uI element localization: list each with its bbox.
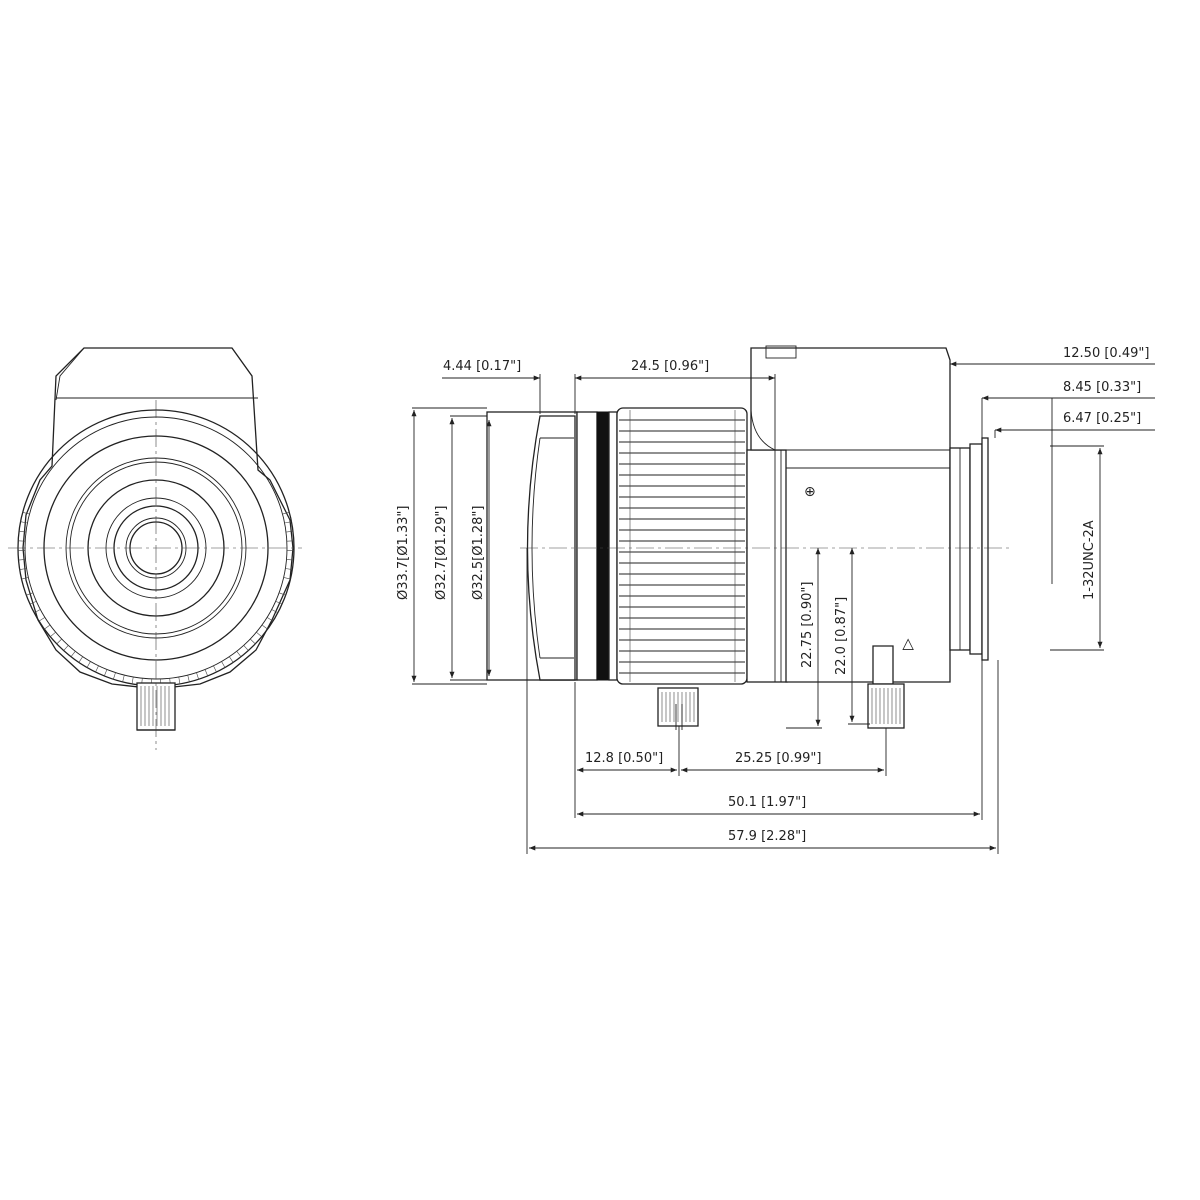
dim-dia-33-7: Ø33.7[Ø1.33"]	[396, 506, 411, 600]
dim-dia-32-7: Ø32.7[Ø1.29"]	[434, 506, 449, 600]
dimension-lines	[411, 361, 1155, 854]
dim-8-45: 8.45 [0.33"]	[1063, 380, 1141, 395]
side-view: ⊕ ▷	[486, 345, 1012, 730]
arrow-marking: ▷	[898, 638, 916, 650]
front-view	[8, 347, 302, 750]
dim-4-44: 4.44 [0.17"]	[443, 359, 521, 374]
lens-body	[750, 347, 951, 683]
dim-50-1: 50.1 [1.97"]	[728, 795, 806, 810]
iris-lock-screw	[867, 683, 905, 729]
dim-57-9: 57.9 [2.28"]	[728, 829, 806, 844]
dim-12-8: 12.8 [0.50"]	[585, 751, 663, 766]
focus-ring	[616, 407, 748, 685]
dim-dia-32-5: Ø32.5[Ø1.28"]	[471, 506, 486, 600]
dim-24-5: 24.5 [0.96"]	[631, 359, 709, 374]
dim-12-50: 12.50 [0.49"]	[1063, 346, 1149, 361]
thread-spec: 1-32UNC-2A	[1082, 520, 1097, 600]
dimension-labels: 4.44 [0.17"] 24.5 [0.96"] 12.50 [0.49"] …	[396, 346, 1149, 844]
focus-ring-knurl	[619, 410, 745, 682]
front-knurl	[18, 511, 294, 686]
dim-22-75: 22.75 [0.90"]	[800, 582, 815, 668]
plus-marking: ⊕	[804, 484, 816, 500]
dim-6-47: 6.47 [0.25"]	[1063, 411, 1141, 426]
dim-25-25: 25.25 [0.99"]	[735, 751, 821, 766]
dim-22-0: 22.0 [0.87"]	[834, 597, 849, 675]
